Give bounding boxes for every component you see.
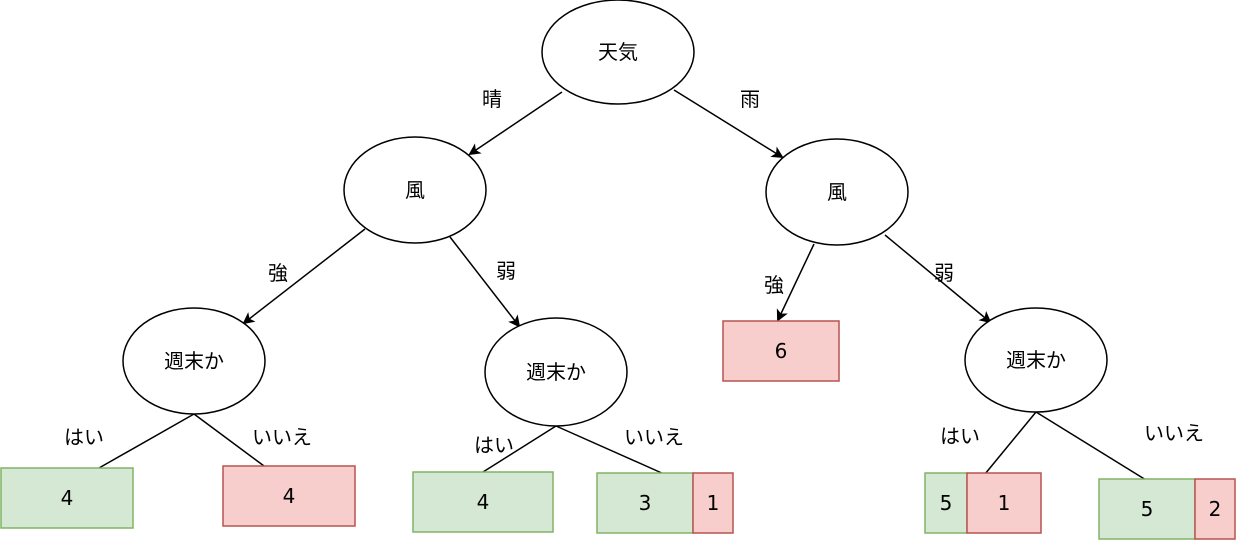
edge-label-no-1: いいえ	[252, 425, 312, 449]
node-weekend-2-label: 週末か	[526, 360, 586, 384]
edge-weekend-3-to-yes	[984, 411, 1037, 475]
edge-label-sunny: 晴	[482, 87, 502, 111]
edge-label-weak-right: 弱	[934, 261, 954, 285]
node-weekend-1	[122, 307, 266, 415]
edge-root-to-wind-left	[468, 91, 563, 156]
edge-label-yes-2: はい	[474, 433, 514, 457]
edge-wind-left-to-weekend-2	[449, 236, 521, 328]
edge-wind-right-to-leaf-6	[776, 243, 815, 322]
leaf-3-no-red-box	[1194, 478, 1236, 540]
edge-weekend-1-to-yes	[98, 413, 195, 469]
edge-wind-right-to-weekend-3	[884, 234, 992, 324]
edge-label-no-3: いいえ	[1144, 421, 1204, 445]
leaf-3-yes-red-box	[966, 472, 1042, 534]
node-wind-left	[343, 136, 487, 244]
leaf-3-no-red-value: 2	[1209, 497, 1222, 521]
leaf-2-yes-value: 4	[477, 490, 490, 514]
leaf-1-no-value: 4	[283, 484, 296, 508]
node-wind-left-label: 風	[405, 178, 425, 202]
node-weather	[541, 0, 695, 105]
leaf-2-yes-box	[412, 471, 554, 533]
edge-root-to-wind-right	[673, 89, 784, 159]
leaf-1-no-box	[222, 465, 356, 527]
leaf-2-no-red-box	[692, 472, 734, 534]
edge-label-strong-left: 強	[268, 261, 288, 285]
leaf-2-no-green-box	[596, 472, 694, 534]
node-weekend-3	[964, 307, 1108, 413]
node-wind-right-label: 風	[827, 180, 847, 204]
edge-weekend-2-to-yes	[482, 425, 557, 473]
edge-weekend-1-to-no	[193, 413, 265, 467]
leaf-2-no-green-value: 3	[639, 491, 652, 515]
edge-wind-left-to-weekend-1	[242, 228, 366, 325]
edge-label-weak-left: 弱	[496, 259, 516, 283]
edge-label-no-2: いいえ	[624, 425, 684, 449]
leaf-3-yes-green-value: 5	[940, 491, 953, 515]
edge-weekend-3-to-no	[1035, 411, 1147, 481]
leaf-3-yes-green-box	[924, 472, 968, 534]
edge-label-strong-right: 強	[764, 273, 784, 297]
leaf-strong-right-value: 6	[775, 339, 788, 363]
leaf-1-yes-value: 4	[61, 486, 74, 510]
node-wind-right	[765, 138, 909, 246]
leaf-1-yes-box	[0, 467, 134, 529]
leaf-2-no-red-value: 1	[707, 491, 720, 515]
node-weather-label: 天気	[598, 40, 638, 64]
leaf-3-yes-red-value: 1	[998, 491, 1011, 515]
node-weekend-1-label: 週末か	[164, 349, 224, 373]
edge-label-yes-3: はい	[940, 424, 980, 448]
edge-label-yes-1: はい	[64, 425, 104, 449]
edge-label-rain: 雨	[740, 87, 760, 111]
leaf-3-no-green-box	[1098, 478, 1196, 540]
node-weekend-3-label: 週末か	[1006, 348, 1066, 372]
leaf-3-no-green-value: 5	[1141, 497, 1154, 521]
node-weekend-2	[484, 317, 628, 427]
edge-weekend-2-to-no	[555, 425, 665, 475]
leaf-strong-right-box	[722, 320, 840, 382]
